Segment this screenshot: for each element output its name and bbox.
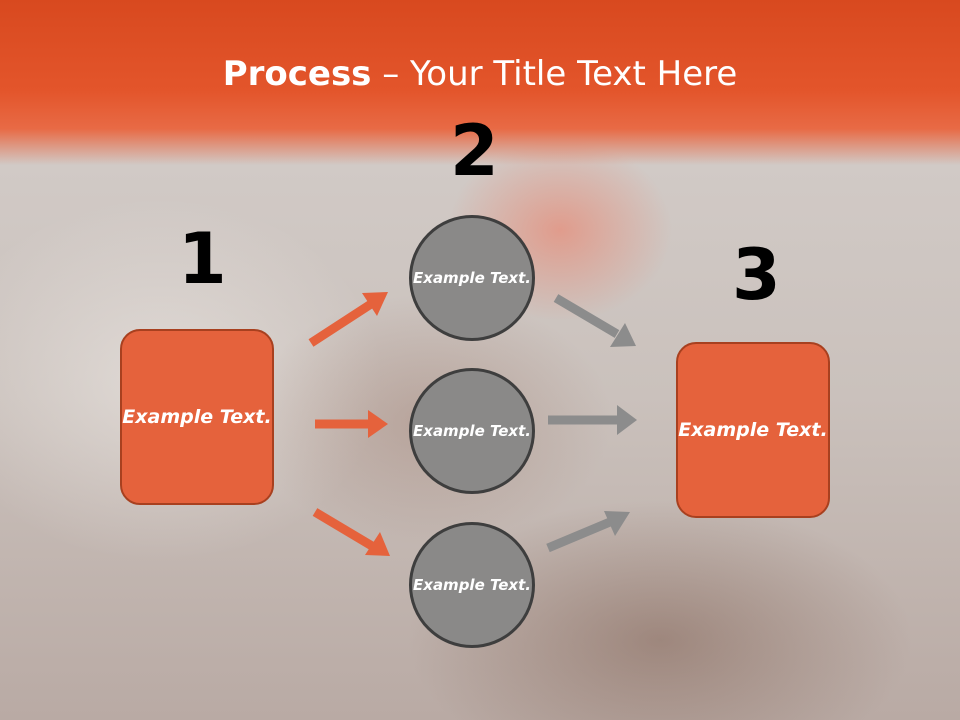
arrow-circle-middle-to-box	[548, 405, 637, 435]
arrow-box-to-circle-bottom	[312, 508, 390, 556]
title-rest: – Your Title Text Here	[371, 54, 738, 94]
step2-circle-top: Example Text.	[409, 215, 535, 341]
title-bold: Process	[222, 54, 372, 94]
title-banner	[0, 0, 960, 165]
step1-box-text: Example Text.	[122, 405, 272, 428]
circle-bottom-text: Example Text.	[413, 575, 531, 594]
step3-box: Example Text.	[676, 342, 830, 518]
step-number-1: 1	[178, 218, 227, 300]
slide-title: Process – Your Title Text Here	[0, 52, 960, 96]
step-number-2: 2	[450, 110, 499, 192]
arrow-circle-top-to-box	[553, 294, 636, 347]
step2-circle-bottom: Example Text.	[409, 522, 535, 648]
step-number-3: 3	[732, 234, 781, 316]
arrow-circle-bottom-to-box	[546, 511, 630, 553]
circle-middle-text: Example Text.	[413, 421, 531, 440]
arrow-box-to-circle-middle	[315, 410, 388, 438]
step2-circle-middle: Example Text.	[409, 368, 535, 494]
arrow-box-to-circle-top	[308, 292, 388, 347]
step3-box-text: Example Text.	[678, 418, 828, 441]
circle-top-text: Example Text.	[413, 268, 531, 287]
step1-box: Example Text.	[120, 329, 274, 505]
